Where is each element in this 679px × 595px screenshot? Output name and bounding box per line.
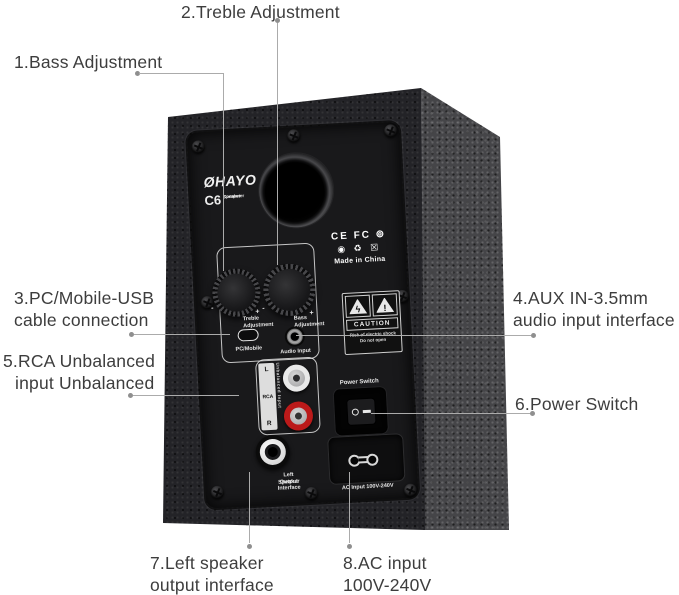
model-number: C6 bbox=[204, 192, 222, 209]
cert-row-2: ◉ ♻ ☒ bbox=[337, 241, 382, 255]
callout-1-line bbox=[139, 72, 223, 74]
left-speaker-output-jack bbox=[254, 434, 291, 470]
callout-2-dot bbox=[274, 17, 280, 23]
exclamation-warning-icon: ! bbox=[375, 297, 394, 313]
callout-6-power-switch: 6.Power Switch bbox=[515, 394, 639, 414]
bass-port bbox=[257, 151, 336, 230]
callout-3-usb-line1: 3.PC/Mobile-USB bbox=[14, 288, 155, 308]
callout-7-output-line2: output interface bbox=[150, 575, 274, 595]
callout-3-usb-line2: cable connection bbox=[14, 310, 149, 330]
screw-icon bbox=[190, 139, 205, 154]
callout-1-dot bbox=[134, 70, 140, 76]
caution-label: ϟ ! CAUTION Risk of electric shock Do no… bbox=[341, 290, 403, 356]
callout-4-aux-line2: audio input interface bbox=[513, 310, 675, 330]
callout-7-dot bbox=[246, 543, 252, 549]
power-rocker-switch bbox=[346, 397, 377, 426]
callout-1-line bbox=[222, 73, 224, 271]
callout-4-aux-line1: 4.AUX IN-3.5mm bbox=[513, 288, 649, 308]
screw-icon bbox=[286, 128, 301, 143]
callout-4-dot bbox=[530, 332, 536, 338]
caution-title: CAUTION bbox=[346, 317, 399, 331]
callout-2-treble-adjustment: 2.Treble Adjustment bbox=[181, 2, 340, 22]
callout-7-output-line1: 7.Left speaker bbox=[150, 553, 264, 573]
callout-5-line bbox=[133, 395, 239, 396]
callout-8-line bbox=[348, 472, 350, 543]
warning-cell: ! bbox=[371, 293, 398, 317]
power-switch-label: Power Switch bbox=[339, 378, 379, 387]
callout-2-line bbox=[276, 23, 278, 265]
callout-3-dot bbox=[128, 331, 134, 337]
output-jack-label: Left Speaker Output Interface bbox=[277, 471, 301, 492]
rca-left-label: L bbox=[264, 366, 269, 374]
treble-minus-sign: - bbox=[211, 304, 214, 312]
callout-6-dot bbox=[529, 410, 535, 416]
screw-icon bbox=[209, 485, 224, 499]
callout-8-dot bbox=[346, 543, 352, 549]
screw-icon bbox=[383, 123, 397, 138]
screw-icon bbox=[304, 486, 318, 500]
bass-minus-sign: - bbox=[262, 305, 265, 313]
callout-5-rca-line1: 5.RCA Unbalanced bbox=[3, 351, 156, 371]
lightning-warning-icon: ϟ bbox=[348, 298, 367, 314]
power-off-icon bbox=[351, 408, 360, 416]
bass-knob-label: Bass Adjustment bbox=[293, 314, 325, 329]
callout-5-rca-line2: input Unbalanced bbox=[15, 373, 155, 393]
callout-1-bass-adjustment: 1.Bass Adjustment bbox=[14, 52, 163, 72]
callout-5-dot bbox=[127, 392, 133, 398]
model-name: C6 Computer Speaker bbox=[204, 192, 244, 209]
rca-right-label: R bbox=[266, 419, 272, 428]
ac-power-inlet bbox=[344, 450, 383, 469]
callout-3-line bbox=[134, 334, 230, 335]
callout-8-ac-line1: 8.AC input bbox=[343, 553, 427, 573]
warning-cell: ϟ bbox=[344, 294, 371, 318]
certification-marks: CE FC ⊚ ◉ ♻ ☒ Made in China bbox=[316, 228, 402, 266]
rca-label: RCA bbox=[262, 393, 274, 400]
treble-knob-label: Treble Adjustment bbox=[242, 315, 274, 329]
callout-8-ac-line2: 100V-240V bbox=[343, 575, 432, 595]
usb-c-port bbox=[237, 328, 259, 342]
made-in-label: Made in China bbox=[334, 255, 386, 266]
callout-7-line bbox=[248, 472, 250, 543]
callout-6-line bbox=[371, 413, 530, 414]
model-desc-line2: Speaker bbox=[222, 193, 241, 200]
brand-logo: ØHAYO bbox=[203, 171, 257, 191]
callout-4-line bbox=[296, 335, 531, 336]
power-on-icon bbox=[362, 410, 371, 413]
caution-text-line2: Do not open bbox=[359, 336, 387, 343]
